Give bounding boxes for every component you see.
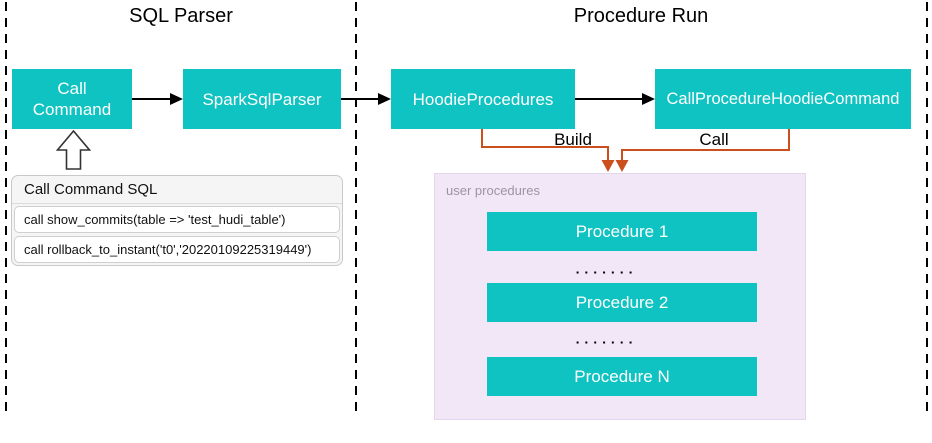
- sql-card-title: Call Command SQL: [12, 176, 342, 204]
- sql-example-card: Call Command SQL call show_commits(table…: [11, 175, 343, 266]
- up-arrow-icon: [55, 129, 92, 170]
- panel-title-sql-parser: SQL Parser: [129, 5, 233, 27]
- node-call-command: Call Command: [12, 69, 132, 129]
- sql-statement-show-commits: call show_commits(table => 'test_hudi_ta…: [14, 206, 340, 233]
- panel-title-procedure-run: Procedure Run: [573, 5, 709, 27]
- arrow-call-command-to-parser: [132, 93, 183, 105]
- node-spark-sql-parser: SparkSqlParser: [183, 69, 341, 129]
- node-procedure-n: Procedure N: [487, 357, 757, 396]
- node-call-command-line1: Call: [57, 79, 87, 98]
- node-hoodie-procedures: HoodieProcedures: [391, 69, 575, 129]
- node-call-command-line2: Command: [32, 100, 112, 119]
- arrow-parser-to-hoodie-procedures: [341, 93, 391, 105]
- edge-label-build: Build: [554, 130, 592, 149]
- ellipsis-dots: ▪▪▪▪▪▪▪: [576, 338, 638, 347]
- node-procedure-1: Procedure 1: [487, 212, 757, 251]
- edge-label-call: Call: [699, 130, 729, 149]
- sql-statement-rollback: call rollback_to_instant('t0','202201092…: [14, 236, 340, 263]
- ellipsis-dots: ▪▪▪▪▪▪▪: [576, 268, 638, 277]
- user-procedures-label: user procedures: [446, 183, 540, 198]
- node-procedure-2: Procedure 2: [487, 283, 757, 322]
- node-call-procedure-hoodie-command: CallProcedureHoodieCommand: [655, 69, 911, 129]
- arrow-hoodie-to-call-procedure: [575, 93, 655, 105]
